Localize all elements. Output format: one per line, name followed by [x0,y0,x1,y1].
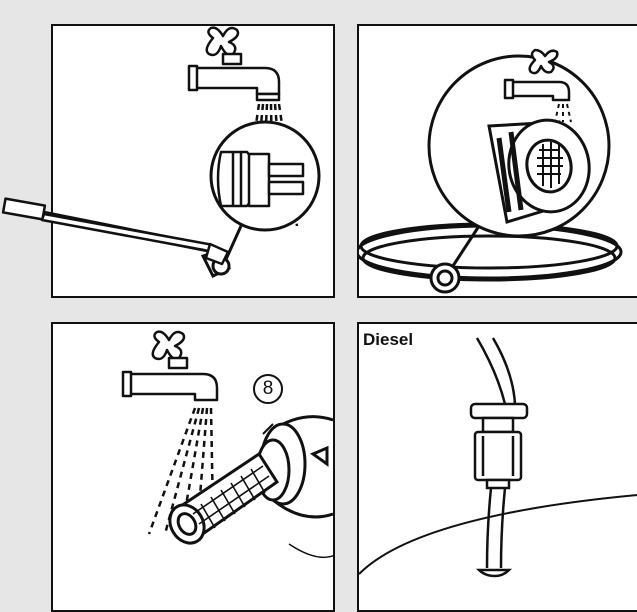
spray-lance-illustration [0,0,637,601]
